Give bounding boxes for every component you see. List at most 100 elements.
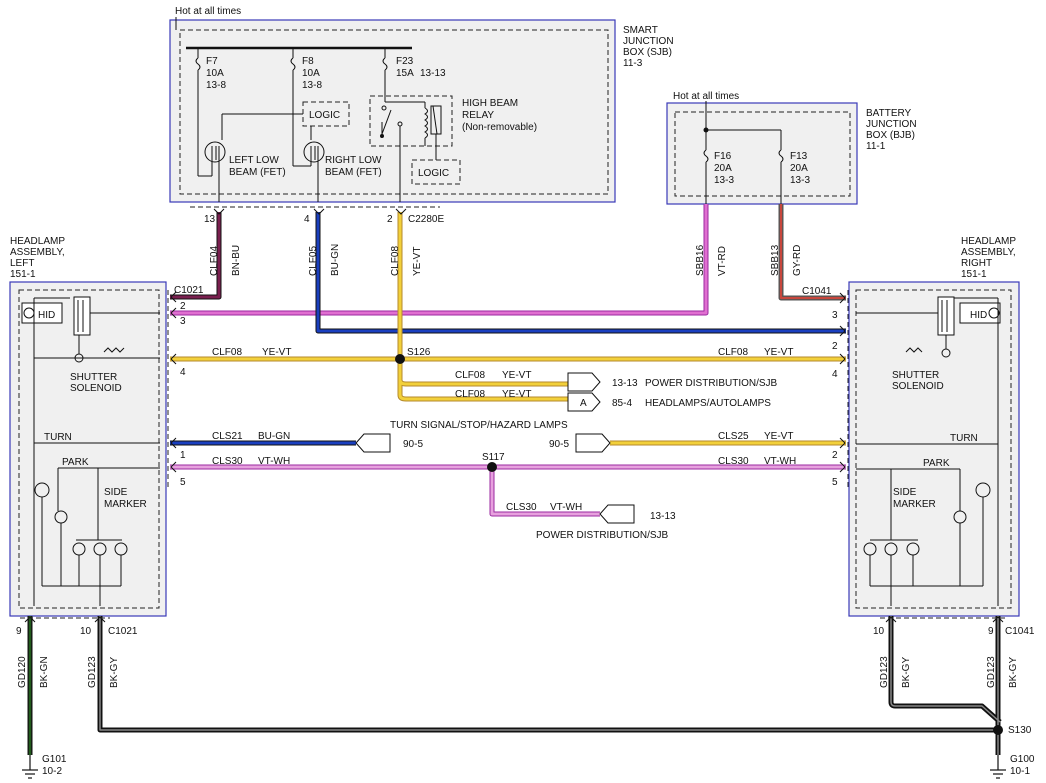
left-headlamp-assembly: HEADLAMP ASSEMBLY, LEFT 151-1 HID SHUTTE… — [9, 236, 204, 637]
svg-text:PARK: PARK — [923, 458, 950, 469]
svg-text:SHUTTER: SHUTTER — [70, 372, 117, 383]
left-hid-label: HID — [38, 310, 55, 321]
svg-text:JUNCTION: JUNCTION — [866, 119, 917, 130]
svg-text:10: 10 — [873, 626, 885, 637]
svg-text:13-8: 13-8 — [206, 80, 226, 91]
svg-text:F7: F7 — [206, 56, 218, 67]
svg-text:HIGH BEAM: HIGH BEAM — [462, 98, 518, 109]
svg-text:85-4: 85-4 — [612, 398, 632, 409]
sjb-title-line: SMART — [623, 25, 658, 36]
svg-text:CLS25: CLS25 — [718, 431, 749, 442]
wire-label: VT-RD — [717, 246, 728, 276]
svg-text:RIGHT: RIGHT — [961, 258, 992, 269]
svg-text:GD123: GD123 — [87, 656, 98, 688]
right-connector-label: C1041 — [802, 286, 832, 297]
svg-text:CLF08: CLF08 — [212, 347, 242, 358]
svg-text:11-1: 11-1 — [866, 141, 886, 152]
svg-text:YE-VT: YE-VT — [502, 389, 531, 400]
splice-s130 — [993, 725, 1003, 735]
svg-text:VT-WH: VT-WH — [550, 502, 582, 513]
svg-text:CLS30: CLS30 — [506, 502, 537, 513]
svg-text:G100: G100 — [1010, 754, 1035, 765]
svg-text:SOLENOID: SOLENOID — [892, 381, 944, 392]
svg-text:10-1: 10-1 — [1010, 766, 1030, 777]
wire-sbb13 — [778, 204, 846, 301]
svg-text:10-2: 10-2 — [42, 766, 62, 777]
svg-text:MARKER: MARKER — [104, 499, 147, 510]
svg-text:BK-GY: BK-GY — [901, 657, 912, 688]
svg-text:S117: S117 — [482, 452, 505, 463]
svg-text:BEAM (FET): BEAM (FET) — [229, 167, 286, 178]
svg-text:YE-VT: YE-VT — [764, 347, 793, 358]
sjb-title-line: 11-3 — [623, 58, 643, 69]
svg-text:POWER DISTRIBUTION/SJB: POWER DISTRIBUTION/SJB — [536, 530, 669, 541]
svg-text:20A: 20A — [790, 163, 808, 174]
svg-text:15A: 15A — [396, 68, 414, 79]
wires — [27, 204, 1002, 755]
svg-text:PARK: PARK — [62, 457, 89, 468]
svg-text:13-13: 13-13 — [612, 378, 638, 389]
sjb-title-line: JUNCTION — [623, 36, 674, 47]
svg-text:TURN: TURN — [950, 433, 978, 444]
sjb-hot-label: Hot at all times — [175, 6, 241, 17]
svg-text:CLF08: CLF08 — [455, 370, 485, 381]
svg-text:151-1: 151-1 — [961, 269, 987, 280]
svg-text:ASSEMBLY,: ASSEMBLY, — [961, 247, 1016, 258]
svg-text:VT-WH: VT-WH — [764, 456, 796, 467]
svg-text:HEADLAMPS/AUTOLAMPS: HEADLAMPS/AUTOLAMPS — [645, 398, 771, 409]
svg-text:TURN: TURN — [44, 432, 72, 443]
svg-text:3: 3 — [180, 316, 186, 327]
smart-junction-box: Hot at all times SMART JUNCTION BOX (SJB… — [169, 6, 674, 225]
sjb-logic-label: LOGIC — [309, 110, 340, 121]
svg-text:2: 2 — [832, 341, 838, 352]
svg-text:MARKER: MARKER — [893, 499, 936, 510]
connector-arrows — [24, 208, 1004, 623]
sjb-connector: C2280E — [408, 214, 444, 225]
wire-label: CLF04 — [209, 246, 220, 276]
svg-text:RELAY: RELAY — [462, 110, 494, 121]
sjb-pin: 2 — [387, 214, 393, 225]
svg-text:YE-VT: YE-VT — [764, 431, 793, 442]
svg-text:SHUTTER: SHUTTER — [892, 370, 939, 381]
svg-text:5: 5 — [832, 477, 838, 488]
splice-s126 — [395, 354, 405, 364]
svg-text:BEAM (FET): BEAM (FET) — [325, 167, 382, 178]
right-connector-label-bottom: C1041 — [1005, 626, 1035, 637]
svg-text:SIDE: SIDE — [893, 487, 917, 498]
svg-text:4: 4 — [180, 367, 186, 378]
right-low-beam-fet: RIGHT LOW BEAM (FET) — [293, 141, 382, 202]
left-low-beam-fet: LEFT LOW BEAM (FET) — [198, 141, 286, 202]
bjb-hot-label: Hot at all times — [673, 91, 739, 102]
svg-text:10: 10 — [80, 626, 92, 637]
wire-label: SBB13 — [770, 244, 781, 276]
svg-text:BATTERY: BATTERY — [866, 108, 912, 119]
svg-text:SIDE: SIDE — [104, 487, 128, 498]
svg-text:13-8: 13-8 — [302, 80, 322, 91]
right-headlamp-assembly: HEADLAMP ASSEMBLY, RIGHT 151-1 HID SHUTT… — [802, 236, 1035, 637]
svg-text:9: 9 — [16, 626, 22, 637]
svg-text:F8: F8 — [302, 56, 314, 67]
grounds: G101 10-2 G100 10-1 — [22, 754, 1035, 779]
reference-flags: 13-13 POWER DISTRIBUTION/SJB A 85-4 HEAD… — [355, 372, 778, 541]
sjb-title-line: BOX (SJB) — [623, 47, 672, 58]
svg-text:CLS21: CLS21 — [212, 431, 243, 442]
svg-text:GD123: GD123 — [986, 656, 997, 688]
svg-text:10A: 10A — [302, 68, 320, 79]
svg-text:13-13: 13-13 — [650, 511, 676, 522]
svg-text:S126: S126 — [407, 347, 431, 358]
left-connector-label: C1021 — [174, 285, 204, 296]
battery-junction-box: Hot at all times BATTERY JUNCTION BOX (B… — [666, 91, 917, 205]
svg-text:BOX (BJB): BOX (BJB) — [866, 130, 915, 141]
svg-text:TURN SIGNAL/STOP/HAZARD LAMPS: TURN SIGNAL/STOP/HAZARD LAMPS — [390, 420, 568, 431]
svg-text:F16: F16 — [714, 151, 732, 162]
wire-labels: CLF04 BN-BU CLF05 BU-GN CLF08 YE-VT SBB1… — [17, 244, 1019, 688]
splices: S126 S117 S130 — [395, 347, 1032, 736]
svg-text:9: 9 — [988, 626, 994, 637]
high-beam-relay: HIGH BEAM RELAY (Non-removable) — [369, 95, 537, 202]
svg-text:BK-GY: BK-GY — [1008, 657, 1019, 688]
svg-text:GD120: GD120 — [17, 656, 28, 688]
svg-text:1: 1 — [180, 450, 186, 461]
wire-label: BN-BU — [231, 245, 242, 276]
svg-text:G101: G101 — [42, 754, 67, 765]
